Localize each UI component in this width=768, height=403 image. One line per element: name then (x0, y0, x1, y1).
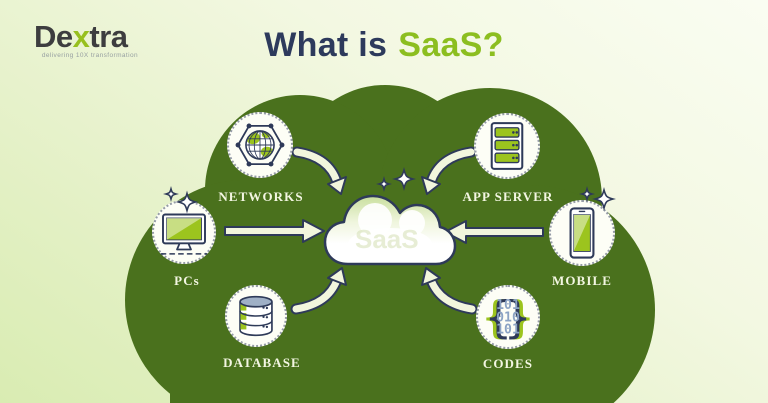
svg-text:}: } (504, 292, 532, 343)
logo-accent-letter: x (72, 19, 90, 54)
logo-wordmark: Dextra (34, 19, 128, 54)
codes-label: CODES (482, 356, 534, 371)
codes-node: { { } } 101 010 101 (476, 285, 540, 349)
desktop-monitor-icon (160, 213, 208, 255)
networks-node (227, 112, 293, 178)
database-icon (239, 295, 273, 337)
logo-tagline: delivering 10X transformation (41, 52, 138, 60)
smartphone-icon (569, 207, 595, 259)
mobile-label: MOBILE (551, 273, 613, 288)
pcs-node (152, 200, 216, 264)
dextra-logo: Dextra delivering 10X transformation (34, 19, 138, 60)
title-highlight: SaaS? (398, 26, 504, 64)
database-label: DATABASE (223, 355, 301, 370)
binary-line: 101 (496, 298, 520, 313)
saas-cloud-icon: SaaS (323, 194, 457, 266)
page-title: What is SaaS? (0, 26, 768, 65)
database-node (225, 285, 287, 347)
svg-text:{: { (484, 292, 512, 343)
app-server-label: APP SERVER (462, 189, 554, 204)
binary-line: 010 (496, 310, 520, 325)
svg-text:{: { (481, 292, 509, 343)
networks-label: NETWORKS (218, 189, 304, 204)
title-prefix: What is (264, 26, 388, 64)
pcs-label: PCs (174, 273, 200, 288)
sparkle-icon (166, 189, 176, 199)
binary-line: 101 (496, 323, 520, 338)
app-server-node (474, 113, 540, 179)
server-icon (490, 122, 524, 170)
mobile-node (549, 200, 615, 266)
binary-code-icon: { { } } 101 010 101 (481, 292, 535, 343)
globe-network-icon (235, 123, 285, 167)
cloud-watermark-text: SaaS (355, 224, 419, 254)
svg-text:}: } (507, 292, 535, 343)
